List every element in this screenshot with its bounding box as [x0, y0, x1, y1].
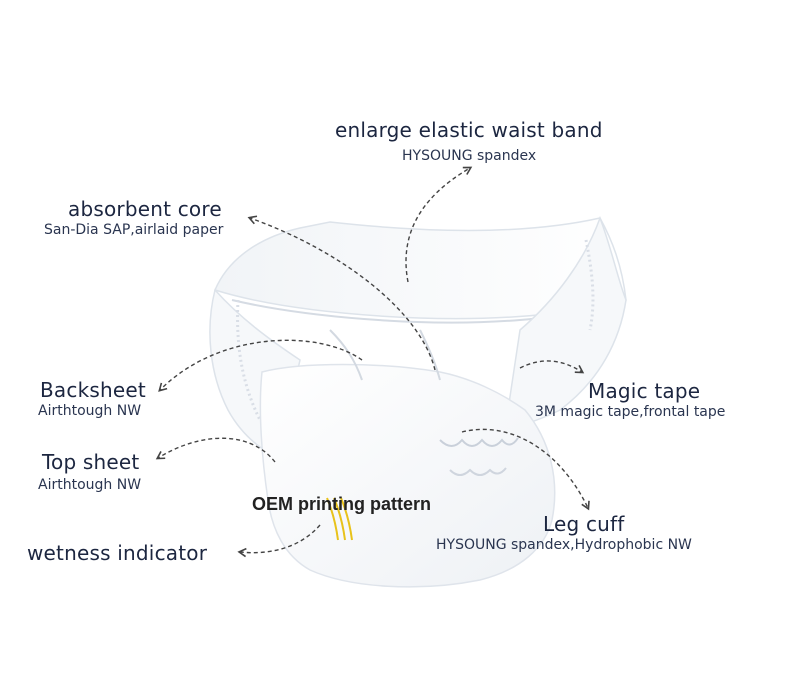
inner-crease-right — [419, 329, 441, 381]
oem-printing-title: OEM printing pattern — [252, 494, 431, 514]
leg-cuff-detail: HYSOUNG spandex,Hydrophobic NW — [436, 537, 692, 553]
absorbent-core-title: absorbent core — [68, 197, 222, 221]
magic-tape-detail: 3M magic tape,frontal tape — [535, 404, 726, 420]
magic-tape-title: Magic tape — [588, 379, 701, 403]
waist-band-detail: HYSOUNG spandex — [402, 148, 537, 164]
top-sheet-detail: Airthtough NW — [38, 477, 142, 493]
leg-cuff-title: Leg cuff — [543, 512, 625, 536]
leader-wetness-indicator — [237, 524, 321, 558]
wetness-indicator-stripe — [333, 497, 346, 541]
left-side-seam — [236, 299, 262, 421]
wetness-indicator-title: wetness indicator — [27, 541, 208, 565]
absorbent-core-detail: San-Dia SAP,airlaid paper — [44, 222, 224, 238]
wetness-indicator-stripe — [340, 497, 353, 541]
leg-cuff-ruffle — [439, 437, 519, 447]
wetness-indicator-stripe — [326, 497, 339, 541]
backsheet-title: Backsheet — [40, 378, 146, 402]
diaper-back-panel — [213, 217, 627, 320]
diaper-front-body — [259, 363, 556, 588]
top-sheet-title: Top sheet — [42, 450, 140, 474]
backsheet-detail: Airthtough NW — [38, 403, 142, 419]
leader-top-sheet — [155, 437, 276, 463]
diaper-right-wing — [504, 215, 627, 432]
leader-magic-tape — [519, 360, 585, 374]
leg-cuff-ruffle-lower — [449, 467, 507, 476]
waist-band-title: enlarge elastic waist band — [335, 118, 603, 142]
leader-leg-cuff — [461, 428, 590, 511]
leader-waist-band — [405, 166, 473, 283]
right-side-seam — [584, 239, 595, 331]
leader-absorbent-core — [247, 215, 436, 371]
